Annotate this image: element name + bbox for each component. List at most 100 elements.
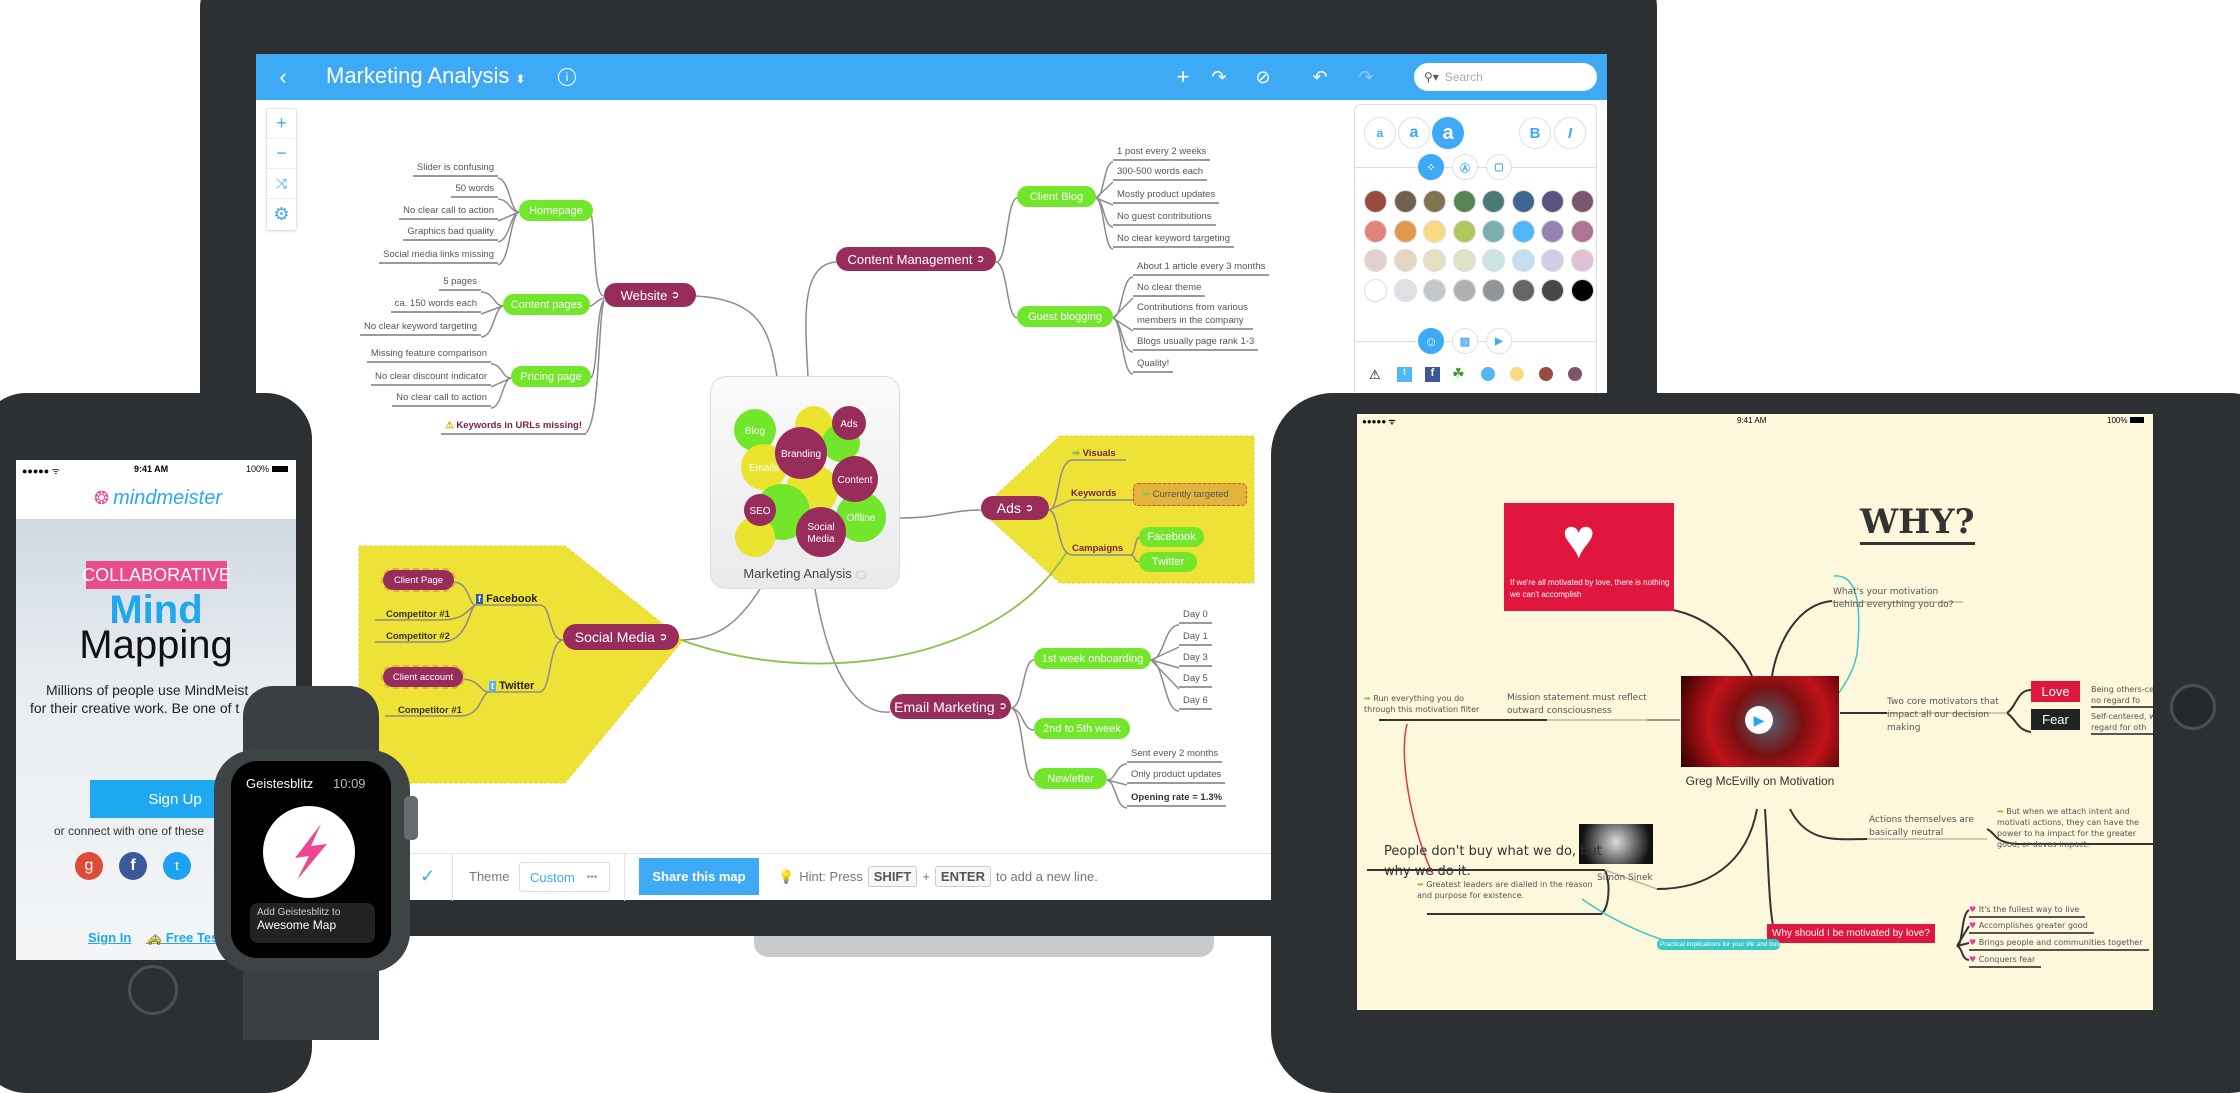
leaf-node[interactable]: Day 3 — [1179, 651, 1212, 667]
tablet-home-button[interactable] — [2170, 684, 2216, 730]
leaf-node[interactable]: ca. 150 words each — [390, 297, 481, 313]
back-button[interactable]: ‹ — [279, 64, 287, 89]
color-dot-icon[interactable] — [1568, 367, 1582, 381]
color-swatch[interactable] — [1511, 249, 1535, 272]
leaf-node[interactable]: Sent every 2 months — [1127, 747, 1223, 763]
node-client-blog[interactable]: Client Blog — [1017, 186, 1096, 207]
why-love-node[interactable]: Why should I be motivated by love? — [1767, 924, 1935, 943]
node-social-media[interactable]: Social Media ➲ — [563, 624, 679, 650]
color-swatch[interactable] — [1423, 190, 1446, 213]
color-swatch[interactable] — [1423, 249, 1446, 272]
layout-button[interactable]: ⤨ — [267, 169, 296, 199]
color-dot-icon[interactable] — [1539, 367, 1553, 381]
quote-node[interactable]: People don't buy what we do, but why we … — [1384, 844, 1602, 879]
info-button[interactable]: i — [552, 54, 582, 100]
color-swatch[interactable] — [1364, 278, 1387, 302]
love-note[interactable]: Being others-ce to no regard fo — [2091, 684, 2153, 708]
emoji-tab[interactable]: ☺ — [1418, 328, 1444, 354]
color-swatch[interactable] — [1541, 219, 1564, 243]
node-sm-facebook[interactable]: f Facebook — [476, 593, 537, 605]
twitter-signin-button[interactable]: t — [163, 852, 191, 880]
fear-node[interactable]: Fear — [2031, 709, 2080, 730]
leaf-node[interactable]: About 1 article every 3 months — [1133, 260, 1270, 276]
node-homepage[interactable]: Homepage — [519, 200, 593, 221]
node-ads-twitter[interactable]: Twitter — [1139, 552, 1197, 572]
color-swatch[interactable] — [1393, 249, 1417, 272]
leaf-node[interactable]: Day 5 — [1179, 672, 1212, 688]
color-swatch[interactable] — [1423, 278, 1446, 302]
leaf-node[interactable]: No clear call to action — [399, 204, 498, 220]
add-node-button[interactable]: + — [1168, 54, 1198, 100]
leaf-node[interactable]: 300-500 words each — [1113, 165, 1208, 181]
leaf-node[interactable]: Graphics bad quality — [403, 225, 498, 241]
color-swatch[interactable] — [1570, 219, 1594, 243]
watch-crown[interactable] — [404, 796, 418, 840]
color-swatch[interactable] — [1511, 190, 1535, 213]
practical-implications-label[interactable]: Practical implications for your life and… — [1657, 939, 1780, 950]
play-icon[interactable]: ▶ — [1745, 706, 1773, 734]
reason-node[interactable]: ♥ Accomplishes greater good — [1969, 919, 2094, 934]
geistesblitz-button[interactable] — [263, 806, 355, 898]
node-onboarding[interactable]: 1st week onboarding — [1034, 648, 1151, 669]
image-tab[interactable]: ▨ — [1452, 328, 1478, 354]
facebook-signin-button[interactable]: f — [119, 852, 147, 880]
node-client-page[interactable]: Client Page — [381, 568, 456, 592]
node-currently-targeted[interactable]: ➡ Currently targeted — [1133, 483, 1247, 506]
video-tab[interactable]: ▶ — [1486, 328, 1512, 354]
google-signin-button[interactable]: g — [75, 852, 103, 880]
node-ads[interactable]: Ads ➲ — [981, 496, 1049, 520]
greatest-leaders[interactable]: ➡ Greatest leaders are dialled in the re… — [1417, 879, 1607, 901]
node-content-pages[interactable]: Content pages — [503, 294, 590, 315]
redo-button[interactable]: ↷ — [1351, 54, 1381, 100]
delete-button[interactable]: ⊘ — [1248, 54, 1278, 100]
undo-button[interactable]: ↶ — [1305, 54, 1335, 100]
leaf-node[interactable]: No clear call to action — [392, 391, 491, 407]
icon-clover[interactable]: ☘ — [1452, 365, 1465, 381]
leaf-node[interactable]: Day 0 — [1179, 608, 1212, 624]
color-style-tab[interactable]: ⁘ — [1418, 154, 1444, 180]
node-campaigns[interactable]: Campaigns — [1072, 543, 1124, 554]
node-client-account[interactable]: Client account — [381, 665, 465, 689]
leaf-node[interactable]: Day 1 — [1179, 630, 1212, 646]
leaf-node[interactable]: 1 post every 2 weeks — [1113, 145, 1211, 161]
mission-statement[interactable]: Mission statement must reflect outward c… — [1507, 693, 1647, 716]
motivation-question[interactable]: What's your motivation behind everything… — [1833, 587, 1954, 610]
simon-sinek-photo[interactable] — [1579, 824, 1653, 864]
leaf-node[interactable]: No clear keyword targeting — [1113, 232, 1234, 248]
color-swatch[interactable] — [1511, 278, 1535, 302]
simon-sinek-label[interactable]: Simon Sinek — [1597, 873, 1653, 883]
settings-button[interactable]: ⚙ — [273, 203, 290, 224]
add-to-map-button[interactable]: Add Geistesblitz to Awesome Map — [250, 903, 375, 943]
color-swatch[interactable] — [1570, 278, 1594, 302]
node-competitor-2[interactable]: Competitor #2 — [386, 631, 450, 642]
icon-warning[interactable]: ⚠ — [1369, 367, 1381, 382]
color-dot-icon[interactable] — [1481, 367, 1495, 381]
leaf-node[interactable]: Opening rate = 1.3% — [1127, 791, 1227, 807]
icon-twitter[interactable]: t — [1397, 367, 1412, 382]
node-guest-blogging[interactable]: Guest blogging — [1017, 306, 1113, 327]
leaf-node[interactable]: Contributions from various members in th… — [1133, 301, 1253, 330]
leaf-node[interactable]: Only product updates — [1127, 768, 1226, 784]
leaf-node[interactable]: Day 6 — [1179, 694, 1212, 710]
color-swatch[interactable] — [1452, 249, 1476, 272]
reason-node[interactable]: ♥ Brings people and communities together — [1969, 936, 2149, 951]
fear-note[interactable]: Self-centered, w regard for oth — [2091, 711, 2153, 735]
node-newsletter[interactable]: Newletter — [1034, 768, 1107, 789]
reason-node[interactable]: ♥ It's the fullest way to live — [1969, 903, 2086, 918]
leaf-node[interactable]: Mostly product updates — [1113, 188, 1220, 204]
why-sketch[interactable]: WHY? — [1860, 502, 1975, 545]
color-swatch[interactable] — [1482, 219, 1505, 243]
phone-home-button[interactable] — [128, 965, 178, 1015]
map-title-dropdown[interactable]: Marketing Analysis ⬍ — [326, 63, 526, 89]
icon-facebook[interactable]: f — [1425, 367, 1440, 382]
share-map-button[interactable]: Share this map — [639, 858, 759, 895]
leaf-node[interactable]: No clear theme — [1133, 281, 1206, 297]
love-node[interactable]: Love — [2031, 681, 2080, 702]
node-pricing-page[interactable]: Pricing page — [511, 366, 591, 387]
color-swatch[interactable] — [1393, 219, 1417, 243]
sign-in-link[interactable]: Sign In — [88, 930, 132, 945]
reason-node[interactable]: ♥ Conquers fear — [1969, 953, 2042, 968]
leaf-node[interactable]: No clear discount indicator — [371, 370, 491, 386]
shape-style-tab[interactable]: ▢ — [1486, 154, 1512, 180]
node-keywords[interactable]: Keywords — [1071, 488, 1117, 499]
